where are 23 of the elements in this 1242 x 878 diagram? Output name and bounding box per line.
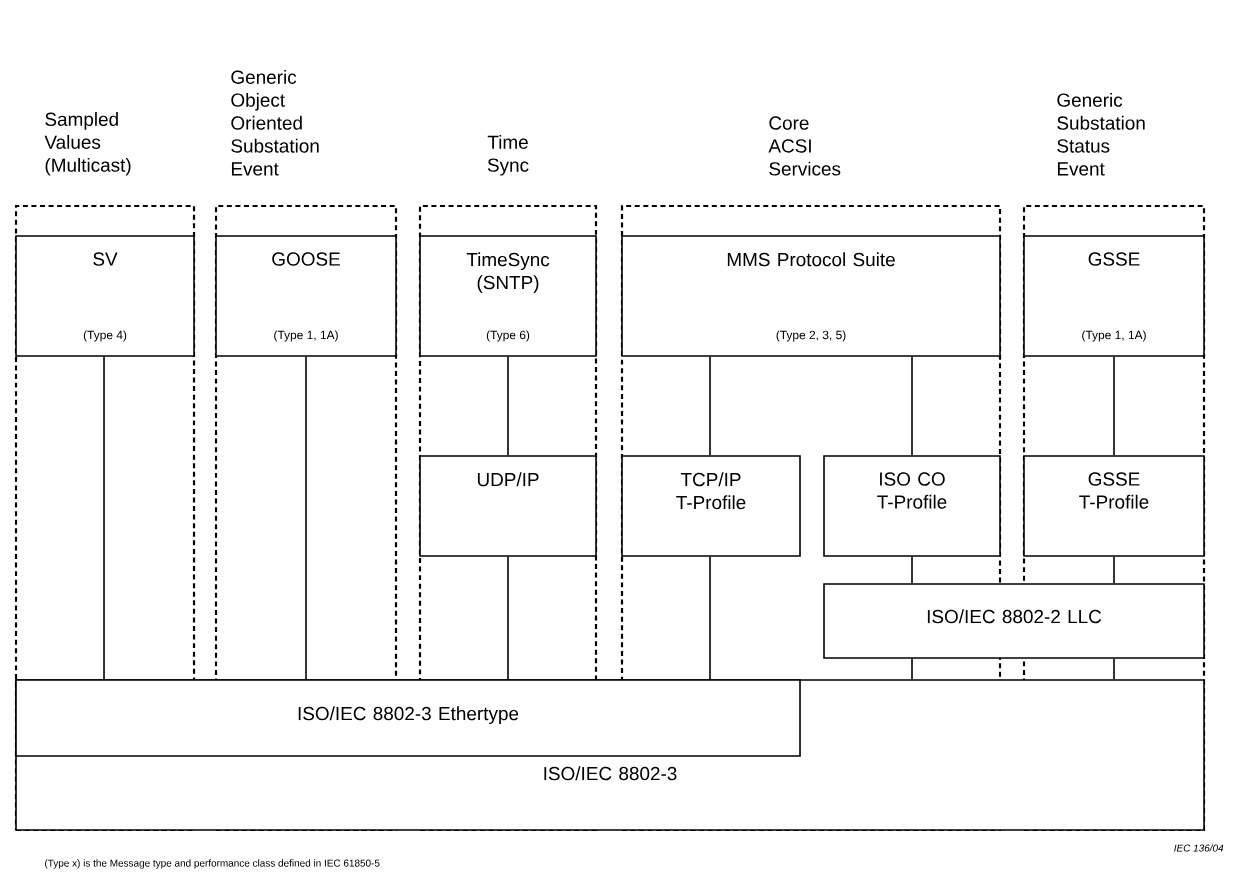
node-label: Generic Substation Status Event [1057, 92, 1145, 176]
connector-line [103, 355, 105, 680]
connector-line [507, 355, 509, 456]
node-label: Generic Object Oriented Substation Event [231, 70, 319, 176]
protocol-box: ISO CO T-Profile [823, 455, 1001, 557]
connector-line [911, 657, 913, 680]
connector-line [1113, 657, 1115, 680]
connector-line [1113, 555, 1115, 584]
protocol-box: ISO/IEC 8802-2 LLC [823, 583, 1205, 659]
protocol-box: TCP/IP T-Profile [621, 455, 801, 557]
protocol-box: ISO/IEC 8802-3 Ethertype [15, 679, 801, 757]
connector-line [911, 355, 913, 456]
connector-line [305, 355, 307, 680]
connector-line [1113, 355, 1115, 456]
connector-line [911, 555, 913, 584]
connector-line [709, 355, 711, 456]
node-label: Time Sync [487, 135, 529, 176]
protocol-box: GSSE T-Profile [1023, 455, 1205, 557]
node-label: Core ACSI Services [768, 116, 841, 176]
connector-line [709, 555, 711, 680]
node-label: Sampled Values (Multicast) [44, 112, 131, 176]
connector-line [507, 555, 509, 680]
protocol-box: UDP/IP [419, 455, 597, 557]
